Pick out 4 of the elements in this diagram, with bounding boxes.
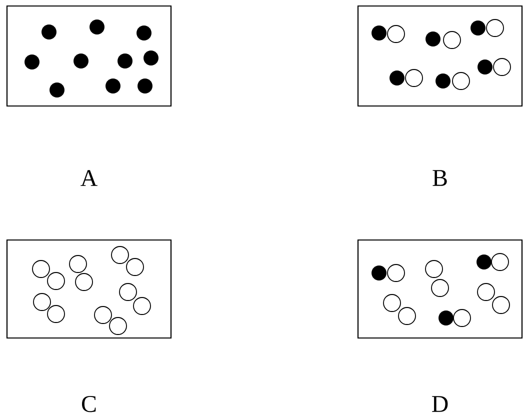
panel-label: A [80,170,98,186]
panel-label: C [82,396,96,412]
panel-label: B [432,170,447,186]
panel-label: D [432,396,448,412]
